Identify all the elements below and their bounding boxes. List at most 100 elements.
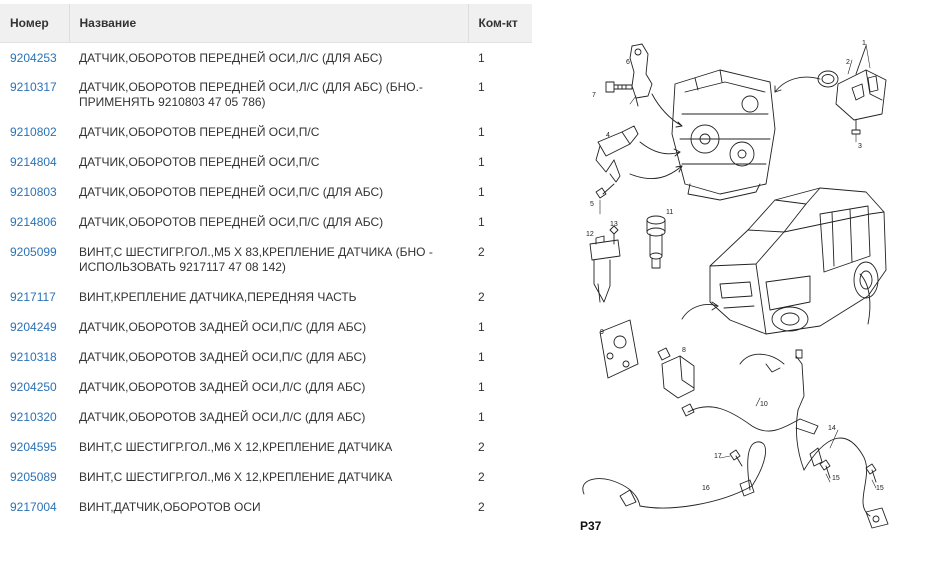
part-number-link[interactable]: 9204249: [10, 320, 57, 334]
engine-illustration: [671, 69, 776, 201]
callout-4: 4: [606, 132, 610, 139]
table-row: 9204250 ДАТЧИК,ОБОРОТОВ ЗАДНЕЙ ОСИ,Л/С (…: [0, 372, 532, 402]
part-qty: 2: [478, 290, 485, 304]
part-number-link[interactable]: 9210802: [10, 125, 57, 139]
screw-15-illustration: [729, 449, 877, 483]
part-qty: 2: [478, 245, 485, 259]
table-row: 9210803 ДАТЧИК,ОБОРОТОВ ПЕРЕДНЕЙ ОСИ,П/С…: [0, 177, 532, 207]
plate-9-illustration: [599, 319, 639, 379]
part-name: ДАТЧИК,ОБОРОТОВ ПЕРЕДНЕЙ ОСИ,Л/С (ДЛЯ АБ…: [79, 50, 383, 65]
table-row: 9210320 ДАТЧИК,ОБОРОТОВ ЗАДНЕЙ ОСИ,Л/С (…: [0, 402, 532, 432]
part-number-link[interactable]: 9205089: [10, 470, 57, 484]
part-name: ВИНТ,С ШЕСТИГР.ГОЛ.,М6 Х 12,КРЕПЛЕНИЕ ДА…: [79, 440, 393, 454]
table-row: 9217117 ВИНТ,КРЕПЛЕНИЕ ДАТЧИКА,ПЕРЕДНЯЯ …: [0, 282, 532, 312]
header-number[interactable]: Номер: [0, 4, 70, 43]
callout-3: 3: [858, 143, 862, 150]
parts-table: Номер Название Ком-кт 9204253 ДАТЧИК,ОБО…: [0, 4, 532, 522]
part-qty: 1: [478, 380, 485, 394]
callout-2: 2: [846, 59, 850, 66]
table-row: 9214806 ДАТЧИК,ОБОРОТОВ ПЕРЕДНЕЙ ОСИ,П/С…: [0, 207, 532, 237]
cable-14-illustration: [795, 349, 889, 529]
part-name: ДАТЧИК,ОБОРОТОВ ЗАДНЕЙ ОСИ,П/С (ДЛЯ АБС): [79, 320, 367, 334]
sensor-6-illustration: [629, 43, 653, 107]
callout-13: 13: [610, 221, 618, 228]
table-row: 9204595 ВИНТ,С ШЕСТИГР.ГОЛ.,М6 Х 12,КРЕП…: [0, 432, 532, 462]
cable-16-illustration: [582, 441, 767, 509]
header-name[interactable]: Название: [69, 4, 469, 43]
part-name: ВИНТ,С ШЕСТИГР.ГОЛ.,М5 Х 83,КРЕПЛЕНИЕ ДА…: [79, 245, 433, 274]
table-row: 9205089 ВИНТ,С ШЕСТИГР.ГОЛ.,М6 Х 12,КРЕП…: [0, 462, 532, 492]
table-row: 9210802 ДАТЧИК,ОБОРОТОВ ПЕРЕДНЕЙ ОСИ,П/С…: [0, 117, 532, 147]
table-row: 9204253 ДАТЧИК,ОБОРОТОВ ПЕРЕДНЕЙ ОСИ,Л/С…: [0, 42, 532, 72]
pointer-arrows: [629, 76, 871, 325]
callout-11: 11: [666, 209, 673, 216]
part-number-link[interactable]: 9214804: [10, 155, 57, 169]
part-number-link[interactable]: 9205099: [10, 245, 57, 259]
part-name: ВИНТ,КРЕПЛЕНИЕ ДАТЧИКА,ПЕРЕДНЯЯ ЧАСТЬ: [79, 290, 357, 304]
part-name: ДАТЧИК,ОБОРОТОВ ПЕРЕДНЕЙ ОСИ,П/С: [79, 155, 320, 169]
sensor-1-illustration: [817, 45, 887, 135]
part-name: ВИНТ,ДАТЧИК,ОБОРОТОВ ОСИ: [79, 500, 261, 514]
leader-lines: [599, 43, 877, 489]
table-row: 9217004 ВИНТ,ДАТЧИК,ОБОРОТОВ ОСИ 2: [0, 492, 532, 522]
part-name: ДАТЧИК,ОБОРОТОВ ПЕРЕДНЕЙ ОСИ,П/С: [79, 125, 320, 139]
part-name: ДАТЧИК,ОБОРОТОВ ЗАДНЕЙ ОСИ,П/С (ДЛЯ АБС): [79, 350, 367, 364]
part-number-link[interactable]: 9210803: [10, 185, 57, 199]
part-qty: 1: [478, 215, 485, 229]
table-row: 9210318 ДАТЧИК,ОБОРОТОВ ЗАДНЕЙ ОСИ,П/С (…: [0, 342, 532, 372]
parts-diagram: 1 2 3 4 5 6 7 8 9 10 11 12 13 14 15 15 1…: [580, 40, 889, 533]
part-number-link[interactable]: 9210318: [10, 350, 57, 364]
part-name: ДАТЧИК,ОБОРОТОВ ПЕРЕДНЕЙ ОСИ,П/С (ДЛЯ АБ…: [79, 185, 384, 199]
part-name: ДАТЧИК,ОБОРОТОВ ПЕРЕДНЕЙ ОСИ,П/С (ДЛЯ АБ…: [79, 215, 384, 229]
callout-labels: 1 2 3 4 5 6 7 8 9 10 11 12 13 14 15 15 1…: [580, 40, 884, 533]
callout-1: 1: [862, 40, 866, 47]
part-number-link[interactable]: 9214806: [10, 215, 57, 229]
table-header: Номер Название Ком-кт: [0, 4, 532, 43]
screw-5-illustration: [595, 183, 615, 199]
part-number-link[interactable]: 9204253: [10, 50, 57, 65]
part-number-link[interactable]: 9217117: [10, 290, 56, 304]
sensor-4-illustration: [595, 125, 639, 183]
callout-17: 17: [714, 453, 722, 460]
table-row: 9204249 ДАТЧИК,ОБОРОТОВ ЗАДНЕЙ ОСИ,П/С (…: [0, 312, 532, 342]
callout-5: 5: [590, 201, 594, 208]
plate-label: P37: [580, 519, 602, 533]
header-qty[interactable]: Ком-кт: [468, 4, 532, 43]
bolt-7-illustration: [605, 81, 633, 93]
callout-8: 8: [682, 347, 686, 354]
part-qty: 2: [478, 440, 485, 454]
callout-9: 9: [600, 329, 604, 336]
part-number-link[interactable]: 9217004: [10, 500, 57, 514]
callout-12: 12: [586, 231, 594, 238]
part-qty: 1: [478, 410, 485, 424]
part-name: ДАТЧИК,ОБОРОТОВ ЗАДНЕЙ ОСИ,Л/С (ДЛЯ АБС): [79, 380, 366, 394]
part-qty: 1: [478, 125, 485, 139]
table-row: 9205099 ВИНТ,С ШЕСТИГР.ГОЛ.,М5 Х 83,КРЕП…: [0, 237, 532, 282]
part-name: ВИНТ,С ШЕСТИГР.ГОЛ.,М6 Х 12,КРЕПЛЕНИЕ ДА…: [79, 470, 393, 484]
part-qty: 1: [478, 80, 485, 94]
sensor-8-illustration: [657, 347, 695, 399]
callout-6: 6: [626, 59, 630, 66]
callout-16: 16: [702, 485, 710, 492]
callout-15b: 15: [876, 485, 884, 492]
cable-10-illustration: [681, 353, 819, 435]
sensor-11-illustration: [646, 215, 666, 269]
part-name: ДАТЧИК,ОБОРОТОВ ПЕРЕДНЕЙ ОСИ,Л/С (ДЛЯ АБ…: [79, 80, 423, 109]
part-number-link[interactable]: 9204595: [10, 440, 57, 454]
vehicle-illustration: [709, 187, 887, 335]
callout-15a: 15: [832, 475, 840, 482]
part-number-link[interactable]: 9210320: [10, 410, 57, 424]
table-body: 9204253 ДАТЧИК,ОБОРОТОВ ПЕРЕДНЕЙ ОСИ,Л/С…: [0, 42, 532, 522]
part-qty: 1: [478, 50, 485, 65]
table-row: 9214804 ДАТЧИК,ОБОРОТОВ ПЕРЕДНЕЙ ОСИ,П/С…: [0, 147, 532, 177]
table-row: 9210317 ДАТЧИК,ОБОРОТОВ ПЕРЕДНЕЙ ОСИ,Л/С…: [0, 72, 532, 117]
part-number-link[interactable]: 9204250: [10, 380, 57, 394]
part-qty: 1: [478, 350, 485, 364]
part-qty: 1: [478, 320, 485, 334]
part-qty: 2: [478, 500, 485, 514]
part-qty: 1: [478, 155, 485, 169]
part-number-link[interactable]: 9210317: [10, 80, 57, 94]
part-qty: 2: [478, 470, 485, 484]
callout-14: 14: [828, 425, 836, 432]
callout-10: 10: [760, 401, 768, 408]
